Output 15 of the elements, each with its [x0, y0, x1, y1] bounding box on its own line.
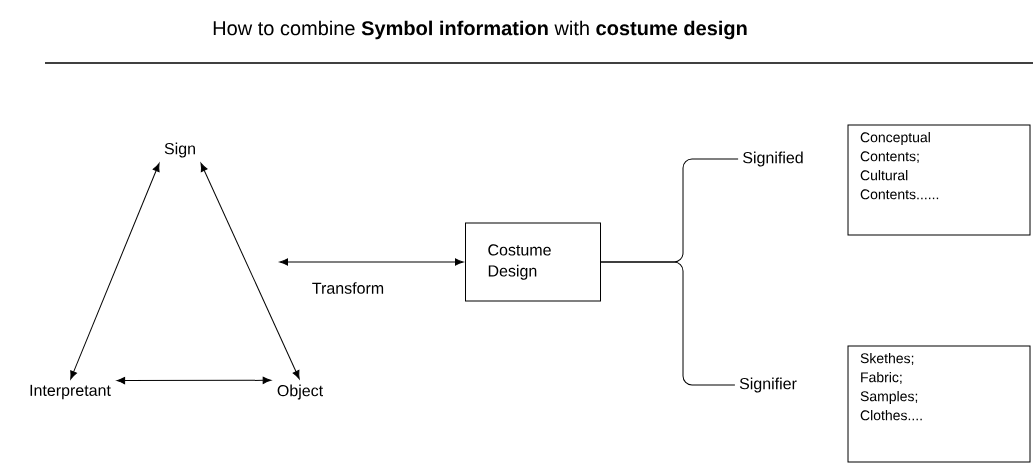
list-box: Conceptual Contents; Cultural Contents...... [847, 124, 1031, 236]
arrow [279, 258, 464, 266]
vertex-label: Interpretant [30, 384, 111, 400]
vertex-label: Object [277, 384, 323, 400]
arrow [200, 162, 300, 380]
vertex-label: Sign [164, 142, 195, 158]
title: How to combine Symbol information with costume design [213, 20, 747, 40]
edge-label: Transform [309, 280, 387, 296]
arrow [116, 376, 272, 385]
arrow [70, 162, 160, 380]
concept-box: Costume Design [465, 222, 601, 302]
branch-label: Signified [743, 151, 803, 167]
branch-label: Signifier [739, 377, 797, 393]
list-box: Skethes; Fabric; Samples; Clothes.... [847, 345, 1031, 463]
bracket-branch [600, 261, 736, 386]
